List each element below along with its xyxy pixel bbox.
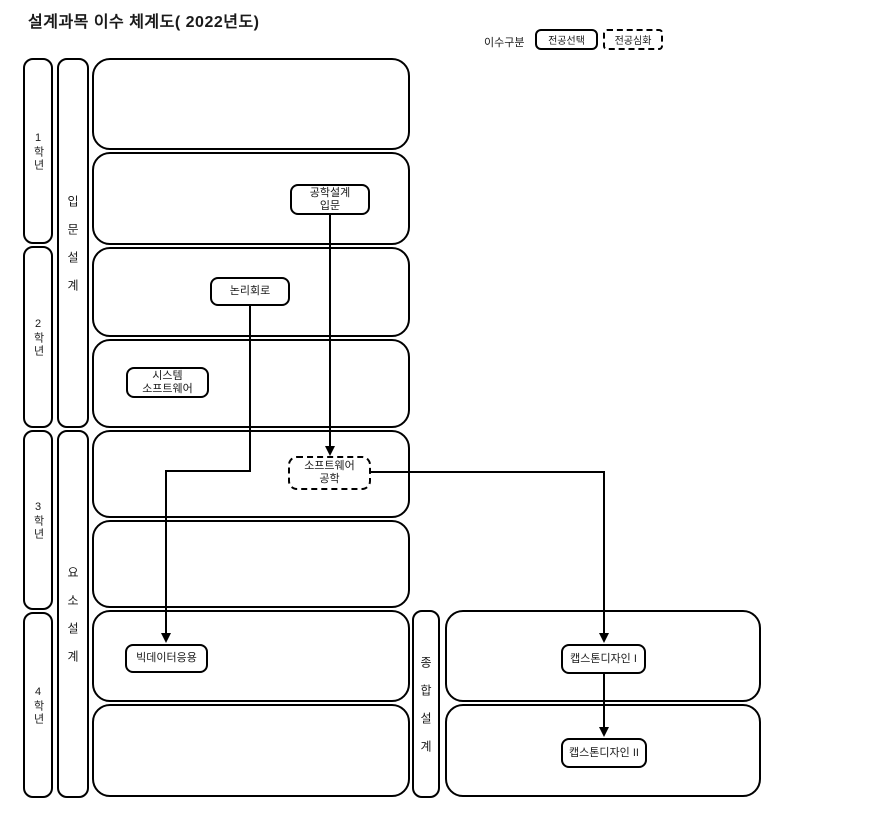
year-label: 1학년 bbox=[32, 132, 44, 172]
semester-container-3-2 bbox=[92, 520, 410, 608]
legend-item-label: 전공심화 bbox=[614, 36, 652, 47]
phase-label: 입문설계 bbox=[65, 195, 80, 307]
course-label: 캡스톤디자인 II bbox=[569, 746, 639, 759]
course-label: 공학설계 입문 bbox=[309, 186, 351, 212]
course-node-capstone-design-2: 캡스톤디자인 II bbox=[561, 738, 647, 768]
legend-item-label: 전공선택 bbox=[548, 36, 585, 47]
phase-band-element-design: 요소설계 bbox=[57, 430, 89, 798]
year-label: 4학년 bbox=[32, 686, 44, 726]
semester-container-4-2 bbox=[92, 704, 410, 797]
course-node-bigdata-applications: 빅데이터응용 bbox=[125, 644, 208, 673]
course-node-capstone-design-1: 캡스톤디자인 I bbox=[561, 644, 646, 674]
course-label: 캡스톤디자인 I bbox=[570, 652, 637, 665]
course-label: 소프트웨어 공학 bbox=[304, 460, 355, 485]
course-label: 논리회로 bbox=[229, 285, 271, 297]
course-label: 시스템 소프트웨어 bbox=[142, 369, 193, 395]
phase-band-intro-design: 입문설계 bbox=[57, 58, 89, 428]
year-band-4: 4학년 bbox=[23, 612, 53, 798]
course-node-logic-circuits: 논리회로 bbox=[210, 277, 290, 306]
year-label: 2학년 bbox=[32, 318, 44, 358]
course-node-software-engineering: 소프트웨어 공학 bbox=[288, 456, 371, 490]
year-band-1: 1학년 bbox=[23, 58, 53, 244]
legend-label: 이수구분 bbox=[484, 37, 525, 49]
phase-label: 종합설계 bbox=[418, 656, 433, 768]
course-node-engineering-design-intro: 공학설계 입문 bbox=[290, 184, 370, 215]
course-label: 빅데이터응용 bbox=[136, 652, 197, 664]
page-title: 설계과목 이수 체계도( 2022년도) bbox=[28, 14, 260, 31]
year-band-2: 2학년 bbox=[23, 246, 53, 428]
phase-band-comprehensive-design: 종합설계 bbox=[412, 610, 440, 798]
year-band-3: 3학년 bbox=[23, 430, 53, 610]
legend-item-major-elective: 전공선택 bbox=[535, 29, 598, 50]
course-node-system-software: 시스템 소프트웨어 bbox=[126, 367, 209, 398]
year-label: 3학년 bbox=[32, 501, 44, 541]
phase-label: 요소설계 bbox=[65, 566, 80, 678]
legend-item-major-intensive: 전공심화 bbox=[603, 29, 663, 50]
semester-container-1-1 bbox=[92, 58, 410, 150]
